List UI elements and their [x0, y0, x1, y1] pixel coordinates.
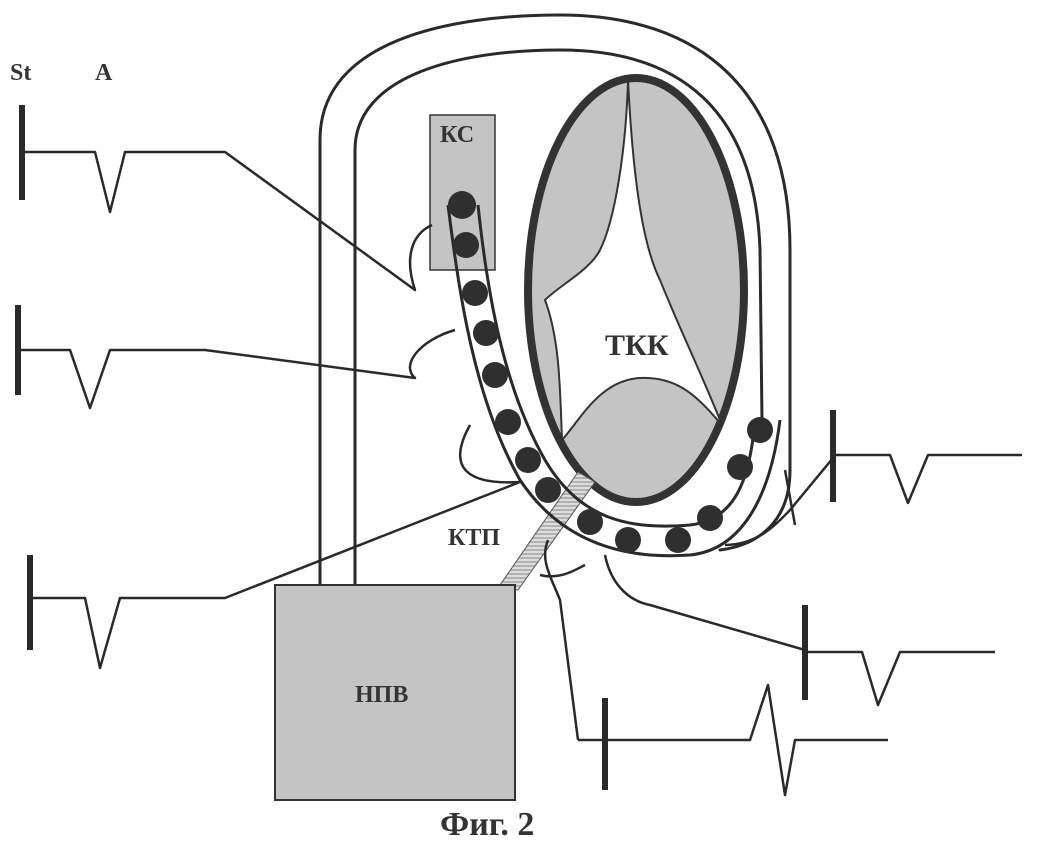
label-ks: КС: [440, 122, 474, 148]
label-st: St: [10, 60, 31, 86]
signal-right-2: [605, 555, 995, 705]
tricuspid-valve: [528, 78, 744, 502]
label-tkk: ТКК: [605, 329, 669, 362]
label-a: A: [95, 60, 113, 86]
signal-left-2: [18, 305, 455, 408]
figure-caption: Фиг. 2: [440, 806, 534, 843]
signal-bottom: [540, 540, 888, 795]
label-ktp: КТП: [448, 525, 500, 551]
signal-left-1: [22, 105, 432, 290]
label-npv: НПВ: [355, 682, 408, 708]
